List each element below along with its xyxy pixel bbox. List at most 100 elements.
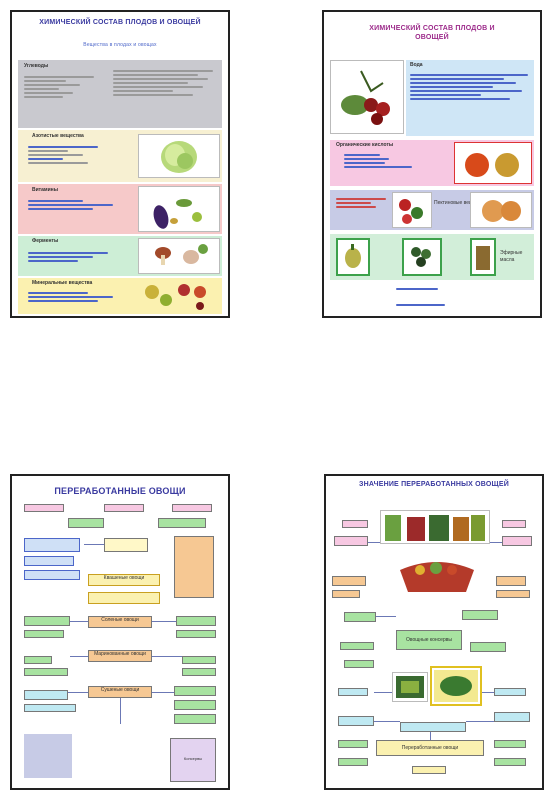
cyan-left-1 [338,688,368,696]
section-pectin: Пектиновые вещества [330,190,534,230]
cyan-right-1 [494,688,526,696]
poster-subtitle: Вещества в плодах и овощах [83,42,157,48]
jar-image [470,238,496,276]
center-label: Соленые овощи [101,617,139,623]
left-orange-2 [332,590,360,598]
green-right-2 [470,642,506,652]
grapes-image [402,238,442,276]
center-box-5: Маринованные овощи [88,650,152,662]
poster-chemical-composition-2: ХИМИЧЕСКИЙ СОСТАВ ПЛОДОВ И ОВОЩЕЙ Вода О… [322,10,542,318]
center-box-6: Сушеные овощи [88,686,152,698]
bottom-left-1 [338,740,368,748]
center-label: Маринованные овощи [94,651,146,657]
top-box-right [172,504,212,512]
right-box-1 [174,536,214,598]
text-lines [28,290,128,304]
green-left-3 [344,660,374,668]
right-green-6 [174,700,216,710]
section-label: Минеральные вещества [32,280,93,286]
bottom-center-small [412,766,446,774]
left-cyan-1 [24,690,68,700]
section-label: Витамины [32,187,58,193]
section-oils: Эфирные масла [330,234,534,280]
canned-veg-image-1 [392,672,428,702]
poster-title: ЗНАЧЕНИЕ ПЕРЕРАБОТАННЫХ ОВОЩЕЙ [359,481,509,488]
top-left-pink-1 [342,520,368,528]
center-box-3 [88,592,160,604]
right-green-1 [176,616,216,626]
center-label: Овощные консервы [405,637,452,643]
section-label: Углеводы [24,63,49,69]
center-box-2: Квашеные овощи [88,574,160,586]
left-box-3 [24,570,80,580]
cyan-right-2 [494,712,530,722]
section-nitrogen: Азотистые вещества [18,130,222,182]
right-orange-1 [496,576,526,586]
left-cyan-2 [24,704,76,712]
cyan-left-2 [338,716,374,726]
center-label: Квашеные овощи [103,575,145,581]
green-left-2 [340,642,374,650]
eggplant-image [138,186,220,232]
canned-veg-image-2 [430,666,482,706]
text-lines [113,68,213,98]
center-green-block: Овощные консервы [396,630,462,650]
top-right-pink-2 [502,536,532,546]
section-acids: Органические кислоты [330,140,534,186]
footer-lines [396,286,466,292]
center-box-4: Соленые овощи [88,616,152,628]
jars-image [380,510,490,544]
bottom-center-block: Переработанные овощи [376,740,484,756]
green-right-1 [462,610,498,620]
left-box-1 [24,538,80,552]
poster-title: ХИМИЧЕСКИЙ СОСТАВ ПЛОДОВ И ОВОЩЕЙ [39,19,201,26]
center-label: Переработанные овощи [401,745,459,751]
poster-chemical-composition-1: ХИМИЧЕСКИЙ СОСТАВ ПЛОДОВ И ОВОЩЕЙ Вещест… [10,10,230,318]
left-orange-1 [332,576,366,586]
basket-image [396,558,478,594]
green-left-1 [344,612,376,622]
right-green-3 [182,656,216,664]
top-box-green-left [68,518,104,528]
section-label: Эфирные масла [500,250,523,263]
right-green-7 [174,714,216,724]
berries-image [392,192,432,228]
section-label: Азотистые вещества [32,133,84,139]
center-label: Сушеные овощи [100,687,140,693]
peach-image [470,192,532,228]
right-green-4 [182,668,216,676]
right-green-2 [176,630,216,638]
section-label: Пектиновые вещества [434,200,487,206]
section-label: Органические кислоты [336,142,394,148]
text-lines [28,250,128,264]
text-lines [344,152,434,170]
footer-lines [396,302,466,308]
text-lines [24,74,94,100]
top-box-left [24,504,64,512]
bottom-left-2 [338,758,368,766]
left-box-2 [24,556,74,566]
bottom-right-2 [494,758,526,766]
left-green-1 [24,616,70,626]
section-carbohydrates: Углеводы [18,60,222,128]
text-lines [28,144,128,166]
top-box-green-right [158,518,206,528]
text-lines [28,198,128,212]
tomato-image [454,142,532,184]
section-vitamins: Витамины [18,184,222,234]
section-water: Вода [406,60,534,136]
top-box-center [104,504,144,512]
text-lines [336,196,386,210]
cabbage-image [138,134,220,178]
center-box-1 [104,538,148,552]
bottom-right-block: Консервы [170,738,216,782]
cherry-image [330,60,404,134]
poster-processed-vegetables: ПЕРЕРАБОТАННЫЕ ОВОЩИ Квашеные овощи Соле… [10,474,230,790]
left-green-3 [24,656,52,664]
left-green-4 [24,668,68,676]
fruit-image [138,280,220,312]
poster-value-processed-vegetables: ЗНАЧЕНИЕ ПЕРЕРАБОТАННЫХ ОВОЩЕЙ Овощные к… [324,474,544,790]
poster-title: ПЕРЕРАБОТАННЫЕ ОВОЩИ [54,486,186,496]
top-left-pink-2 [334,536,368,546]
mushroom-image [138,238,220,274]
